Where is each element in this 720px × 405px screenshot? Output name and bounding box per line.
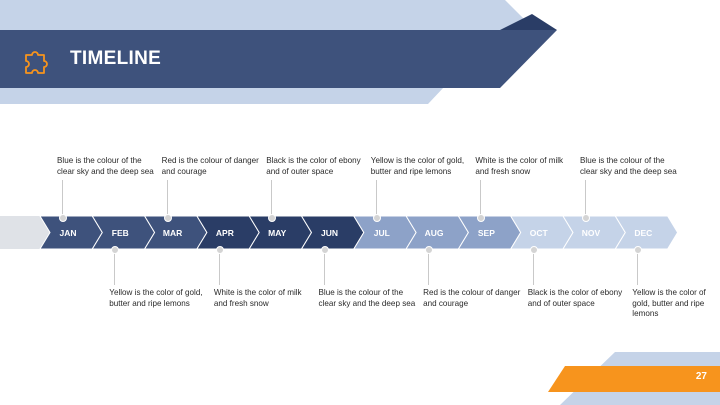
page-number: 27 — [695, 371, 707, 382]
connector-line — [166, 180, 168, 216]
connector-line — [585, 180, 586, 216]
connector-dot — [634, 246, 643, 254]
note-line: Yellow is the color of gold, — [109, 288, 203, 297]
connector-dot — [163, 214, 172, 222]
connector-dot — [215, 246, 224, 254]
connector-dot — [529, 246, 538, 254]
connector-dot — [111, 246, 120, 254]
header-main-band — [0, 30, 557, 88]
connector-line — [375, 180, 377, 216]
header-banner — [0, 0, 557, 104]
page-title: TIMELINE — [70, 48, 162, 69]
month-label-jun: JUN — [320, 228, 338, 238]
note-line: Red is the colour of danger — [423, 288, 521, 297]
connector-dot — [372, 214, 381, 222]
month-label-apr: APR — [215, 228, 234, 238]
note-line: Black is the color of ebony — [266, 156, 361, 165]
month-label-nov: NOV — [581, 228, 601, 238]
connector-dot — [59, 214, 67, 222]
note-line: clear sky and the deep sea — [318, 298, 416, 308]
timeline-lead-in — [0, 216, 50, 249]
note-line: butter and ripe lemons — [109, 298, 190, 308]
connector-line — [480, 180, 482, 216]
note-line: butter and ripe lemons — [370, 166, 452, 176]
connector-line — [532, 249, 534, 285]
note-line: and courage — [423, 298, 469, 308]
note-line: White is the color of milk — [213, 288, 302, 297]
connector-dot — [268, 214, 277, 222]
note-line: Yellow is the color of gold, — [370, 156, 465, 165]
note-line: clear sky and the deep sea — [57, 166, 154, 176]
note-line: and of outer space — [527, 298, 595, 308]
timeline-segment-dec — [614, 215, 679, 250]
connector-line — [637, 249, 639, 285]
note-line: gold, butter and ripe — [632, 298, 705, 308]
puzzle-icon — [22, 45, 52, 80]
header-bottom-band — [0, 86, 445, 104]
connector-line — [114, 249, 116, 285]
header-top-band — [0, 0, 535, 30]
connector-line — [218, 249, 220, 285]
note-line: and fresh snow — [475, 166, 531, 176]
note-line: Blue is the colour of the — [580, 156, 665, 165]
connector-line — [271, 180, 273, 216]
note-line: Black is the color of ebony — [527, 288, 623, 297]
month-label-feb: FEB — [111, 228, 129, 238]
note-line: clear sky and the deep sea — [580, 166, 677, 176]
note-line: and fresh snow — [213, 298, 269, 308]
month-label-oct: OCT — [529, 228, 548, 238]
note-line: Blue is the colour of the — [318, 288, 404, 297]
connector-dot — [425, 246, 434, 254]
note-line: Yellow is the color of — [632, 288, 706, 297]
note-line: White is the color of milk — [475, 156, 564, 165]
month-label-dec: DEC — [634, 228, 653, 238]
connector-dot — [582, 214, 590, 222]
month-label-mar: MAR — [162, 228, 183, 238]
month-label-jul: JUL — [373, 228, 390, 238]
connector-line — [428, 249, 430, 285]
month-label-aug: AUG — [424, 228, 444, 238]
note-line: Blue is the colour of the — [57, 156, 142, 165]
note-line: Red is the colour of danger — [161, 156, 259, 165]
note-line: and of outer space — [266, 166, 334, 176]
connector-dot — [477, 214, 486, 222]
note-line: and courage — [161, 166, 207, 176]
connector-line — [323, 249, 325, 285]
timeline-note-jul: Yellow is the color of gold,butter and r… — [371, 156, 464, 177]
month-label-may: MAY — [268, 228, 287, 238]
note-line: lemons — [632, 309, 659, 319]
header-accent-triangle — [500, 14, 557, 30]
month-label-jan: JAN — [59, 228, 77, 238]
timeline-note-feb: Yellow is the color of gold,butter and r… — [109, 288, 202, 309]
connector-dot — [320, 246, 329, 254]
month-label-sep: SEP — [477, 228, 495, 238]
footer-orange-band — [548, 366, 720, 392]
connector-line — [62, 180, 63, 216]
